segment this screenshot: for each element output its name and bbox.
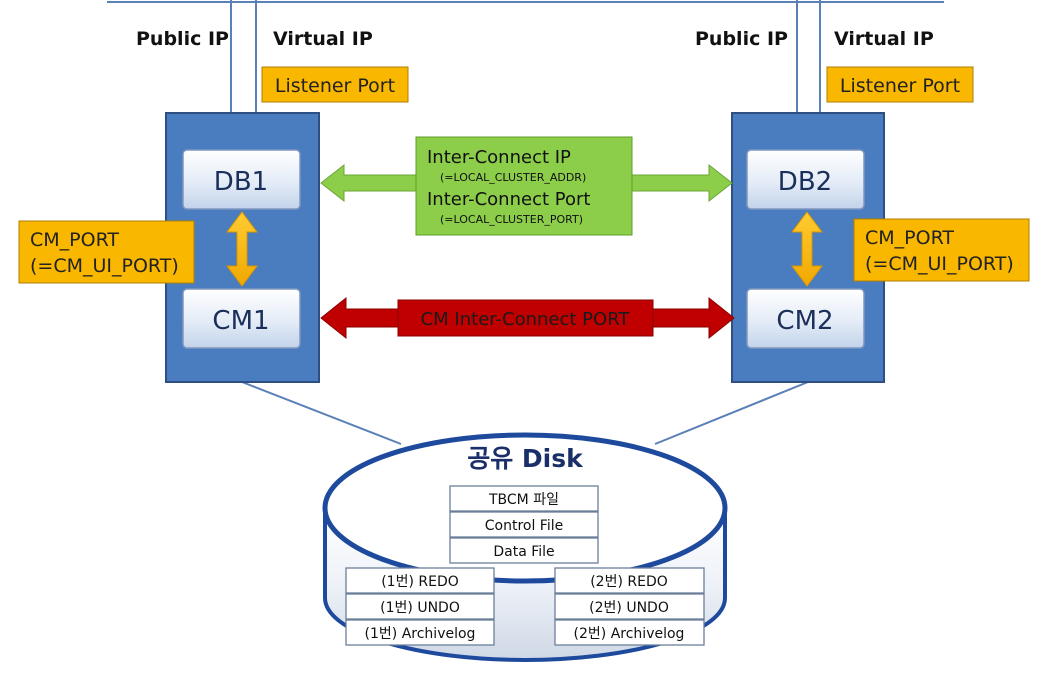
public-ip-label-left: Public IP	[136, 28, 229, 50]
cm-ui-port-label-right: (=CM_UI_PORT)	[865, 253, 1014, 275]
file-redo-2: (2번) REDO	[590, 574, 668, 590]
cm-ui-port-label-left: (=CM_UI_PORT)	[30, 255, 179, 277]
virtual-ip-label-right: Virtual IP	[834, 28, 934, 50]
file-archivelog-1: (1번) Archivelog	[365, 626, 476, 642]
public-ip-label-right: Public IP	[695, 28, 788, 50]
file-undo-2: (2번) UNDO	[589, 600, 669, 616]
interconnect-arrow: Inter-Connect IP (=LOCAL_CLUSTER_ADDR) I…	[320, 136, 733, 236]
cm-interconnect-label: CM Inter-Connect PORT	[421, 309, 631, 330]
db2-cm2-arrow	[791, 211, 823, 287]
cm-port-box-left: CM_PORT (=CM_UI_PORT)	[18, 220, 195, 284]
interconnect-port-param: (=LOCAL_CLUSTER_PORT)	[440, 213, 583, 226]
node2-file-list: (2번) REDO (2번) UNDO (2번) Archivelog	[554, 567, 705, 646]
file-redo-1: (1번) REDO	[381, 574, 459, 590]
shared-file-list: TBCM 파일 Control File Data File	[449, 485, 599, 564]
cm-port-label-left: CM_PORT	[30, 229, 119, 251]
listener-port-label-left: Listener Port	[275, 75, 395, 97]
file-archivelog-2: (2번) Archivelog	[574, 626, 685, 642]
file-tbcm: TBCM 파일	[488, 492, 559, 508]
db1-cm1-arrow	[226, 211, 258, 287]
file-data: Data File	[493, 544, 554, 560]
disk-title: 공유 Disk	[467, 444, 584, 473]
cm2-label: CM2	[776, 306, 833, 336]
interconnect-ip-label: Inter-Connect IP	[427, 147, 571, 168]
db1-box: DB1	[182, 149, 301, 210]
cm1-box: CM1	[182, 288, 301, 349]
interconnect-ip-param: (=LOCAL_CLUSTER_ADDR)	[440, 171, 586, 184]
listener-port-label-right: Listener Port	[840, 75, 960, 97]
network-lines	[107, 0, 944, 113]
interconnect-port-label: Inter-Connect Port	[427, 189, 590, 210]
file-undo-1: (1번) UNDO	[380, 600, 460, 616]
db1-label: DB1	[214, 167, 268, 197]
listener-port-box-left: Listener Port	[261, 66, 409, 103]
cm-interconnect-arrow: CM Inter-Connect PORT	[320, 296, 735, 340]
virtual-ip-label-left: Virtual IP	[273, 28, 373, 50]
db2-label: DB2	[778, 167, 832, 197]
cm1-label: CM1	[212, 306, 269, 336]
cm2-box: CM2	[746, 288, 865, 349]
listener-port-box-right: Listener Port	[826, 66, 974, 103]
disk-connection-lines	[241, 381, 809, 445]
db2-box: DB2	[746, 149, 865, 210]
node1-file-list: (1번) REDO (1번) UNDO (1번) Archivelog	[345, 567, 495, 646]
cm-port-label-right: CM_PORT	[865, 227, 954, 249]
file-control: Control File	[485, 518, 563, 534]
cm-port-box-right: CM_PORT (=CM_UI_PORT)	[853, 218, 1030, 282]
